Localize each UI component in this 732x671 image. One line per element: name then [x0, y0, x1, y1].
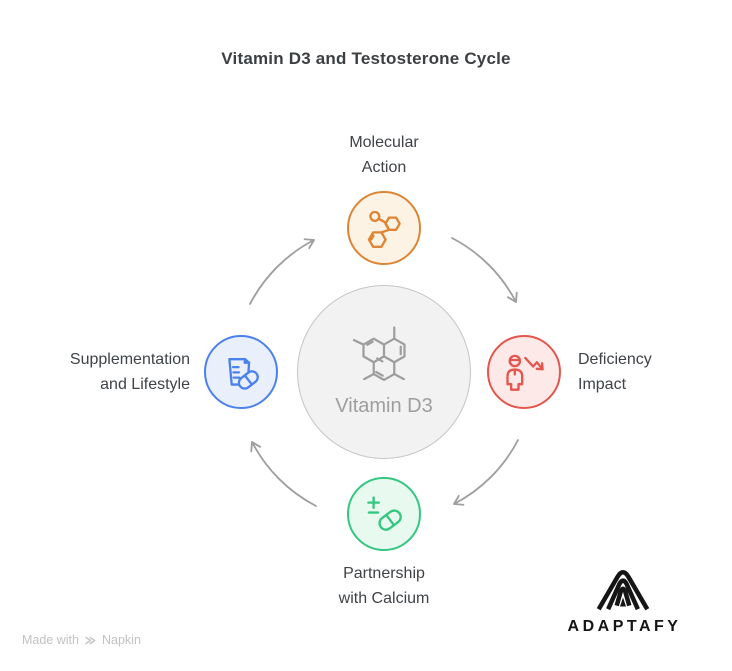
watermark-prefix: Made with	[22, 633, 79, 647]
arrow-left-to-top	[249, 238, 315, 305]
page-title: Vitamin D3 and Testosterone Cycle	[221, 49, 511, 68]
center-node-vitamin-d3: Vitamin D3	[297, 285, 471, 459]
label-line: Action	[361, 159, 407, 176]
center-node-label: Vitamin D3	[335, 394, 433, 417]
label-partnership-with-calcium: Partnership with Calcium	[284, 561, 484, 611]
adaptafy-mark-icon	[596, 570, 650, 611]
arrow-right-to-bottom	[453, 439, 519, 506]
person-decline-icon	[506, 354, 544, 391]
steroid-molecule-icon	[352, 325, 406, 381]
plus-minus-pill-icon	[367, 496, 402, 531]
label-line: Partnership	[343, 565, 425, 582]
label-line: with Calcium	[338, 590, 430, 607]
adaptafy-logo: ADAPTAFY	[545, 566, 701, 636]
label-line: Molecular	[349, 134, 419, 151]
label-line: Supplementation	[69, 351, 190, 368]
label-supplementation-lifestyle: Supplementation and Lifestyle	[30, 347, 190, 397]
supplement-bottle-pill-icon	[228, 358, 259, 390]
arrow-bottom-to-left	[250, 441, 317, 507]
napkin-watermark: Made with Napkin	[22, 633, 141, 647]
node-deficiency-impact	[487, 335, 561, 409]
watermark-brand: Napkin	[101, 633, 141, 647]
label-line: Deficiency	[578, 351, 652, 368]
node-supplementation-lifestyle	[204, 335, 278, 409]
label-deficiency-impact: Deficiency Impact	[578, 347, 728, 397]
node-partnership-with-calcium	[347, 477, 421, 551]
node-molecular-action	[347, 191, 421, 265]
label-line: Impact	[578, 376, 627, 393]
arrow-top-to-right	[451, 237, 518, 303]
label-line: and Lifestyle	[100, 376, 190, 393]
label-molecular-action: Molecular Action	[284, 130, 484, 180]
napkin-logo-icon	[85, 636, 96, 644]
adaptafy-wordmark: ADAPTAFY	[567, 618, 682, 635]
molecule-icon	[367, 210, 401, 248]
